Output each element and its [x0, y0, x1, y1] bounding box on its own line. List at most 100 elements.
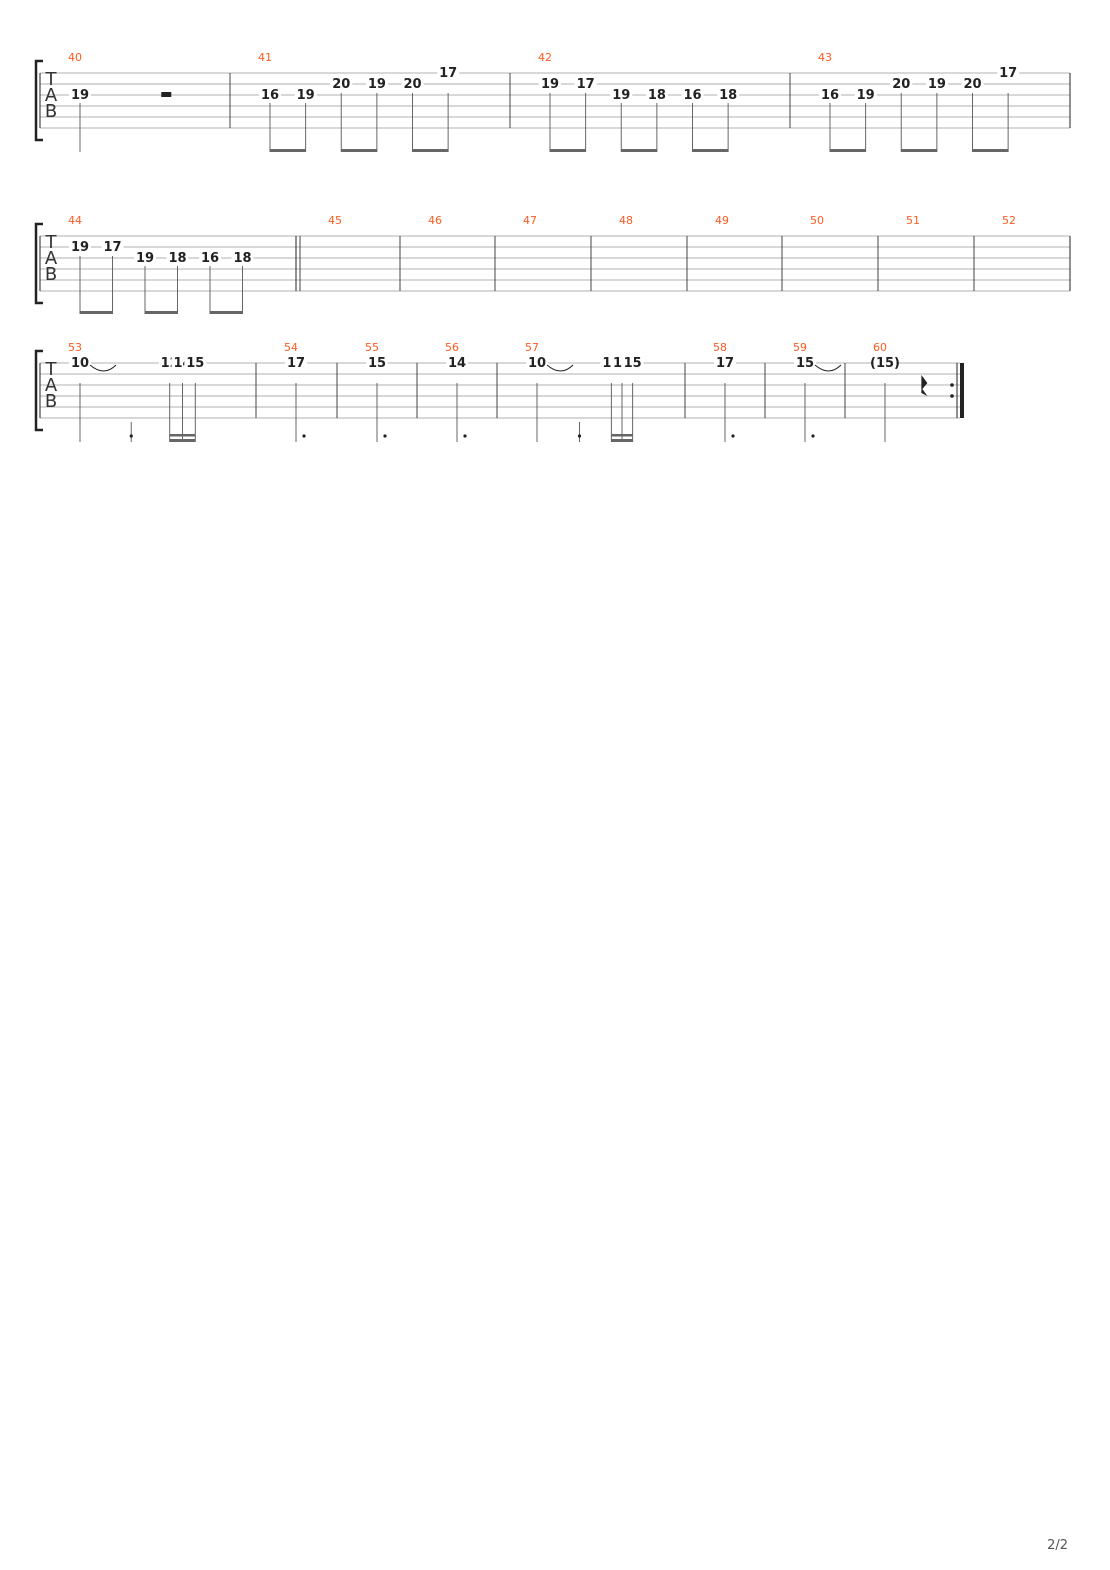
fret-background — [794, 356, 816, 369]
fret-number: 19 — [368, 77, 386, 92]
fret-background — [890, 77, 913, 90]
fret-background — [69, 88, 91, 101]
fret-background — [621, 356, 644, 369]
augmentation-dot — [811, 434, 815, 438]
measure-number: 58 — [713, 341, 727, 354]
fret-number: 18 — [168, 251, 186, 266]
tie-arc — [89, 364, 117, 372]
fret-number: 16 — [261, 88, 279, 103]
tab-clef-letter: A — [45, 248, 58, 269]
fret-background — [285, 356, 307, 369]
fret-number: 19 — [612, 88, 630, 103]
beam — [341, 149, 377, 152]
fret-background — [199, 251, 221, 264]
fret-background — [437, 66, 460, 79]
measure-number: 54 — [284, 341, 298, 354]
beam — [270, 149, 306, 152]
measure-number: 44 — [68, 214, 82, 227]
augmentation-dot — [129, 434, 133, 438]
half-rest-icon — [161, 92, 172, 97]
fret-number: 15 — [796, 356, 814, 371]
measure-number: 56 — [445, 341, 459, 354]
fret-number: 16 — [683, 88, 701, 103]
measure-number: 55 — [365, 341, 379, 354]
system-bracket — [34, 349, 43, 432]
fret-background — [330, 77, 353, 90]
fret-number: 16 — [201, 251, 219, 266]
tab-clef-letter: T — [45, 232, 58, 253]
system-bracket — [34, 59, 43, 142]
beam — [210, 311, 243, 314]
beam — [972, 149, 1009, 152]
tab-clef-letter: B — [45, 391, 57, 412]
fret-background — [69, 356, 91, 369]
beam — [692, 149, 729, 152]
augmentation-dot — [383, 434, 387, 438]
beam — [901, 149, 937, 152]
beam — [169, 434, 196, 437]
tab-clef-letter: T — [45, 69, 58, 90]
fret-number: 19 — [928, 77, 946, 92]
fret-background — [997, 66, 1020, 79]
beam — [412, 149, 449, 152]
measure-number: 50 — [810, 214, 824, 227]
measure-number: 41 — [258, 51, 272, 64]
system-bracket — [34, 222, 43, 305]
measure-number: 53 — [68, 341, 82, 354]
repeat-dot — [950, 394, 954, 398]
tie-arc — [814, 364, 842, 372]
fret-background — [184, 356, 207, 369]
final-barline — [960, 363, 964, 418]
fret-number: 18 — [648, 88, 666, 103]
fret-background — [925, 77, 948, 90]
beam — [145, 311, 178, 314]
fret-background — [681, 88, 704, 101]
fret-background — [714, 356, 736, 369]
fret-background — [365, 77, 388, 90]
page-number: 2/2 — [1047, 1538, 1068, 1553]
fret-background — [539, 77, 561, 90]
measure-number: 48 — [619, 214, 633, 227]
measure-number: 46 — [428, 214, 442, 227]
fret-background — [166, 251, 189, 264]
fret-number: 10 — [71, 356, 89, 371]
beam — [611, 434, 633, 437]
beam — [550, 149, 586, 152]
fret-number: 19 — [857, 88, 875, 103]
fret-background — [259, 88, 281, 101]
tab-clef-letter: B — [45, 264, 57, 285]
fret-number: 10 — [528, 356, 546, 371]
fret-number: 19 — [297, 88, 315, 103]
fret-number: 15 — [368, 356, 386, 371]
beam — [169, 439, 196, 442]
fret-number: 17 — [577, 77, 595, 92]
fret-number: 19 — [71, 240, 89, 255]
fret-number: (15) — [870, 356, 900, 371]
fret-number: 14 — [448, 356, 466, 371]
beam — [621, 149, 657, 152]
fret-number: 20 — [963, 77, 981, 92]
measure-number: 47 — [523, 214, 537, 227]
fret-background — [294, 88, 317, 101]
fret-number: 20 — [892, 77, 910, 92]
fret-background — [366, 356, 388, 369]
fret-background — [446, 356, 468, 369]
measure-number: 52 — [1002, 214, 1016, 227]
beam — [611, 439, 633, 442]
fret-number: 19 — [71, 88, 89, 103]
measure-number: 40 — [68, 51, 82, 64]
fret-background — [874, 356, 896, 369]
fret-number: 18 — [719, 88, 737, 103]
fret-background — [610, 88, 633, 101]
measure-number: 60 — [873, 341, 887, 354]
fret-number: 18 — [233, 251, 251, 266]
fret-number: 20 — [332, 77, 350, 92]
augmentation-dot — [463, 434, 467, 438]
fret-background — [854, 88, 877, 101]
measure-number: 51 — [906, 214, 920, 227]
fret-number: 19 — [541, 77, 559, 92]
beam — [830, 149, 866, 152]
fret-background — [717, 88, 740, 101]
fret-background — [101, 240, 124, 253]
tab-clef-letter: A — [45, 375, 58, 396]
